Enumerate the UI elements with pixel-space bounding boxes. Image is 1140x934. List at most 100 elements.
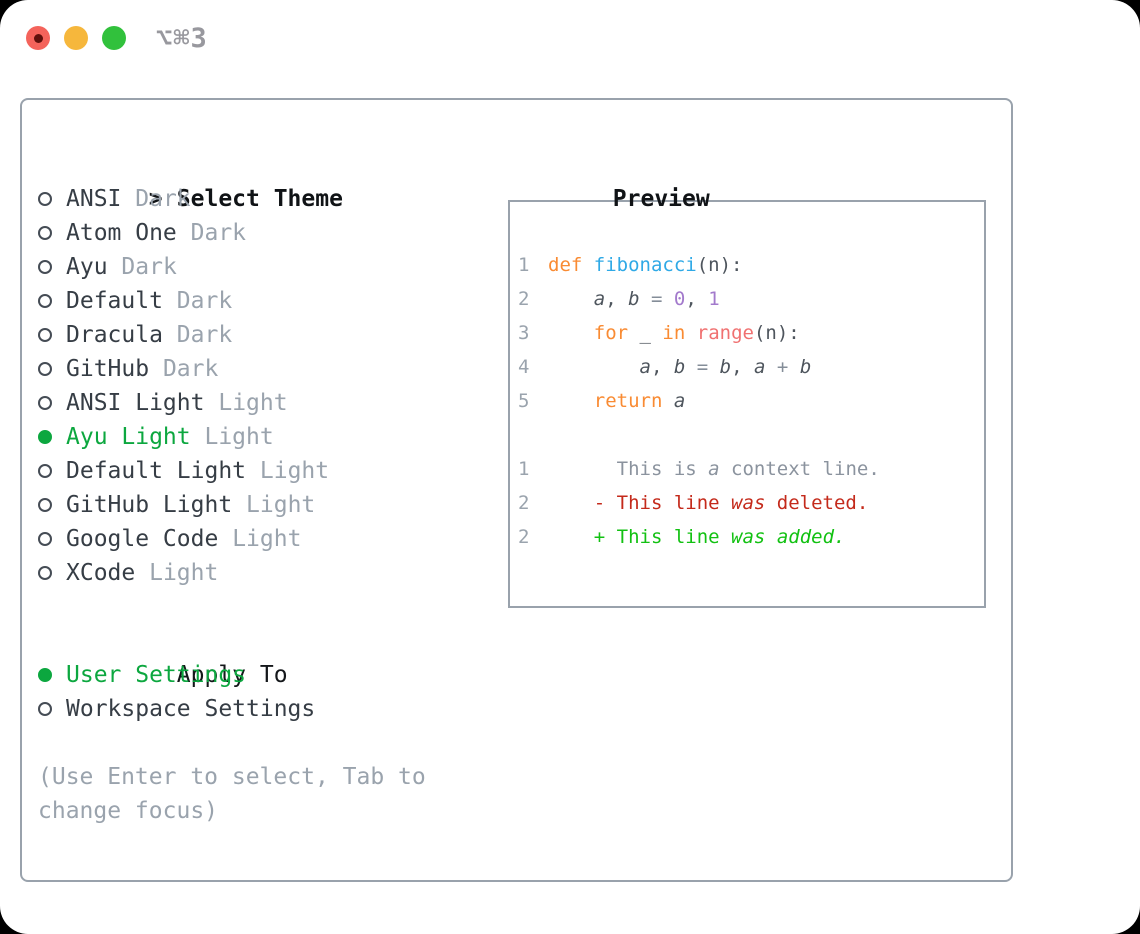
radio-unselected-icon (38, 226, 52, 240)
radio-selected-icon (38, 668, 52, 682)
code-token: added. (776, 526, 846, 548)
theme-option-label: Ayu Light (66, 424, 191, 450)
code-token: = (651, 288, 663, 310)
code-token: 1 (708, 288, 720, 310)
theme-option-atom-one[interactable]: Atom One Dark (38, 216, 502, 250)
theme-option-ayu-light[interactable]: Ayu Light Light (38, 420, 502, 454)
code-token: a (639, 356, 651, 378)
apply-to-header: Apply To (38, 624, 502, 688)
theme-variant-tag: Light (149, 560, 219, 586)
radio-unselected-icon (38, 396, 52, 410)
theme-option-ayu[interactable]: Ayu Dark (38, 250, 502, 284)
theme-option-label: Default Light (66, 458, 247, 484)
radio-unselected-icon (38, 294, 52, 308)
window-title: ⌥⌘3 (156, 22, 208, 54)
hint-text: (Use Enter to select, Tab to change focu… (38, 764, 426, 824)
theme-option-label: ANSI Light (66, 390, 205, 416)
theme-option-label: Dracula (66, 322, 163, 348)
pointer-icon: > (148, 186, 163, 212)
code-token: , (605, 288, 629, 310)
radio-unselected-icon (38, 498, 52, 512)
code-token (662, 288, 673, 310)
line-number: 2 (518, 492, 530, 514)
code-token: context line. (719, 458, 880, 480)
theme-option-ansi-light[interactable]: ANSI Light Light (38, 386, 502, 420)
titlebar: ⌥⌘3 (0, 0, 1140, 76)
code-token (548, 288, 594, 310)
code-token: range (696, 322, 754, 344)
theme-variant-tag: Light (232, 526, 302, 552)
theme-variant-tag: Dark (176, 288, 233, 314)
code-token: fibonacci (593, 254, 697, 276)
code-token: 0 (673, 288, 686, 310)
code-token (765, 526, 776, 548)
apply-option-workspace-settings[interactable]: Workspace Settings (38, 692, 502, 726)
code-token: b (799, 356, 812, 378)
theme-variant-tag: Light (204, 424, 274, 450)
theme-option-label: Default (66, 288, 163, 314)
code-token (548, 322, 594, 344)
theme-option-default-light[interactable]: Default Light Light (38, 454, 502, 488)
radio-unselected-icon (38, 532, 52, 546)
theme-option-dracula[interactable]: Dracula Dark (38, 318, 502, 352)
code-token: was (731, 526, 766, 548)
preview-code-line: 5 return a (518, 384, 984, 418)
theme-option-github-light[interactable]: GitHub Light Light (38, 488, 502, 522)
apply-option-label: User Settings (66, 662, 247, 688)
radio-unselected-icon (38, 464, 52, 478)
code-token (685, 322, 696, 344)
radio-selected-icon (38, 430, 52, 444)
line-number: 2 (518, 288, 530, 310)
code-token: a (708, 458, 720, 480)
theme-option-ansi[interactable]: ANSI Dark (38, 182, 502, 216)
theme-variant-tag: Dark (176, 322, 233, 348)
theme-variant-tag: Dark (162, 356, 219, 382)
theme-option-default[interactable]: Default Dark (38, 284, 502, 318)
apply-option-user-settings[interactable]: User Settings (38, 658, 502, 692)
minimize-button[interactable] (64, 26, 88, 50)
radio-unselected-icon (38, 260, 52, 274)
theme-option-label: XCode (66, 560, 136, 586)
code-token: a (593, 288, 606, 310)
zoom-button[interactable] (102, 26, 126, 50)
theme-variant-tag: Light (259, 458, 330, 484)
code-token: , (650, 356, 674, 378)
theme-option-google-code[interactable]: Google Code Light (38, 522, 502, 556)
theme-variant-tag: Light (218, 390, 288, 416)
preview-header: Preview (502, 148, 1011, 212)
radio-unselected-icon (38, 702, 52, 716)
preview-code-line: 2 + This line was added. (518, 520, 984, 554)
code-token: , (731, 356, 755, 378)
line-number: 2 (518, 526, 530, 548)
theme-option-label: Ayu (66, 254, 108, 280)
apply-option-label: Workspace Settings (66, 696, 316, 722)
close-button[interactable] (26, 26, 50, 50)
select-theme-header: >Select Theme (38, 148, 502, 212)
theme-variant-tag: Light (246, 492, 316, 518)
code-token: was (731, 492, 766, 514)
theme-option-xcode[interactable]: XCode Light (38, 556, 502, 590)
code-token: a (754, 356, 766, 378)
preview-code-line: 1 This is a context line. (518, 452, 984, 486)
theme-option-label: Atom One (66, 220, 177, 246)
code-token (662, 390, 673, 412)
code-token: + (776, 356, 789, 378)
code-token: b (628, 288, 640, 310)
code-token: This is (548, 458, 709, 480)
code-token (548, 356, 640, 378)
code-token: for (593, 322, 629, 344)
code-token: _ (628, 322, 663, 344)
code-token: (n): (696, 254, 743, 276)
radio-unselected-icon (38, 362, 52, 376)
theme-option-label: GitHub Light (66, 492, 233, 518)
radio-unselected-icon (38, 192, 52, 206)
apply-to-title: Apply To (176, 662, 288, 688)
theme-option-github[interactable]: GitHub Dark (38, 352, 502, 386)
code-token (548, 390, 594, 412)
